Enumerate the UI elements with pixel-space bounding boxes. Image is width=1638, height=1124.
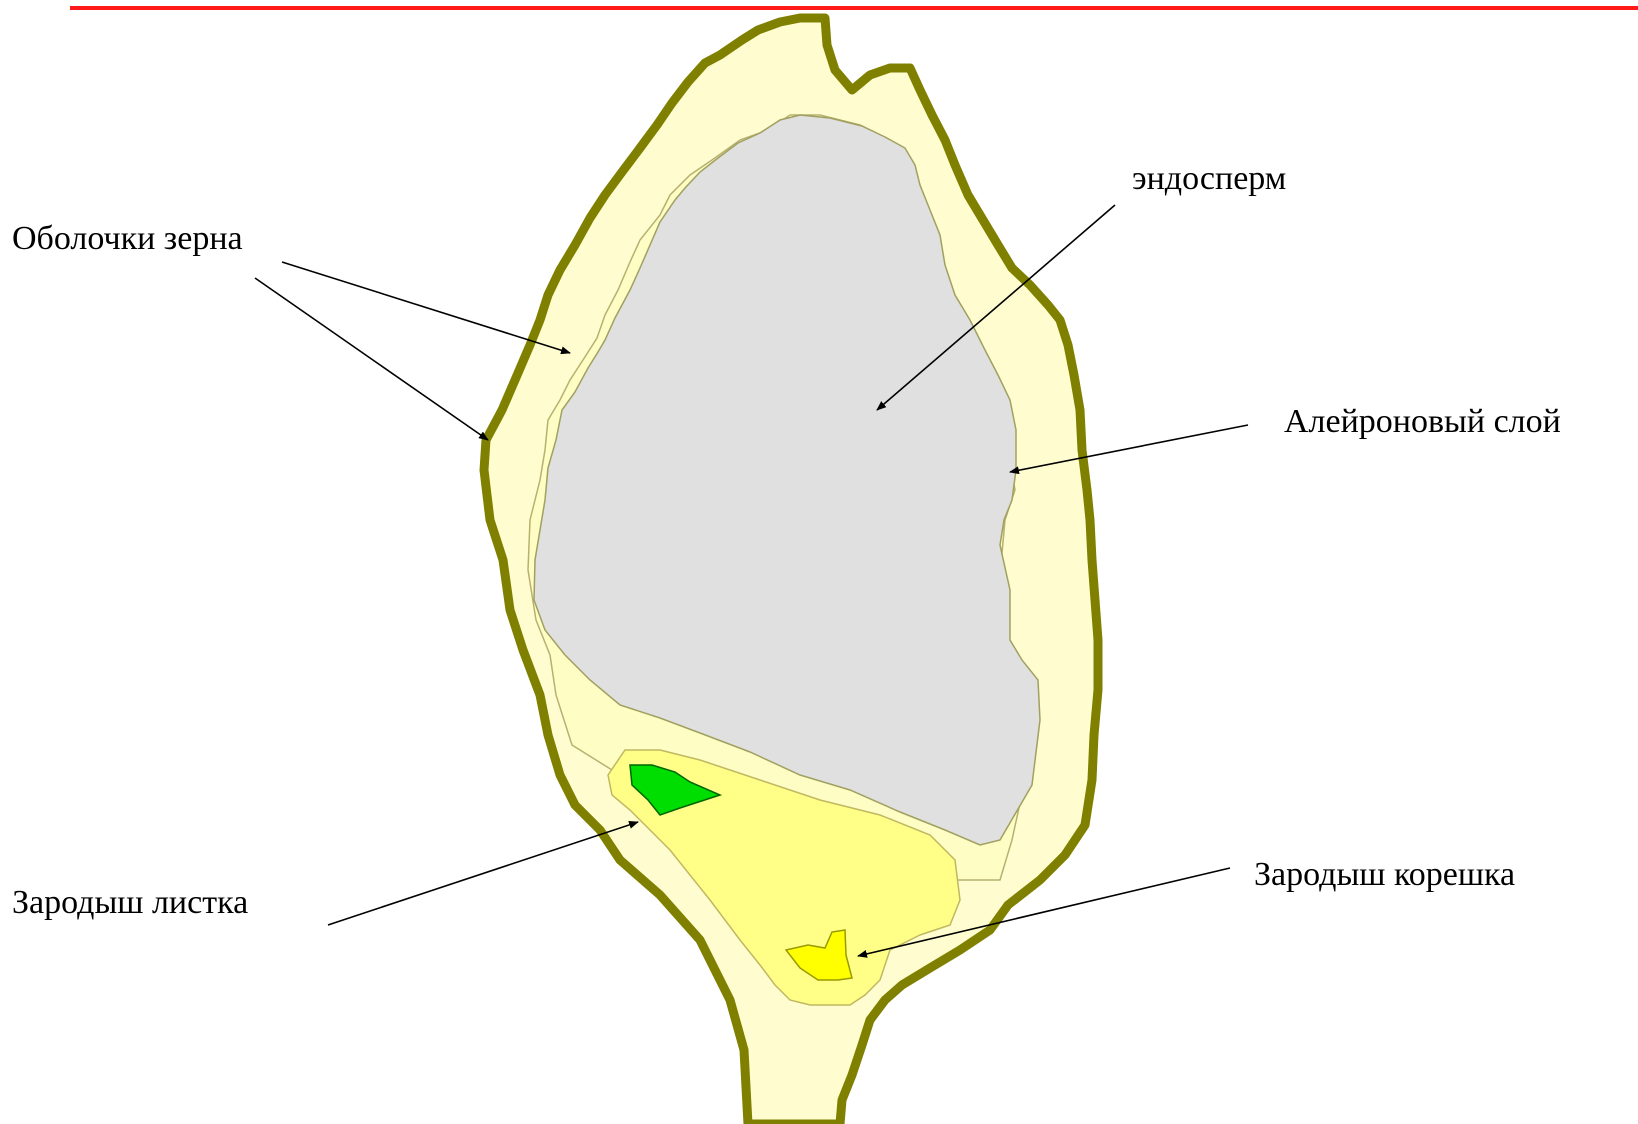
label-leaf-embryo: Зародыш листка [12,886,248,920]
arrow-leaf-embryo [328,822,638,925]
arrow-husk-outer [255,278,488,440]
arrow-husk-inner [282,262,570,353]
label-aleurone: Алейроновый слой [1284,405,1561,439]
label-root-embryo: Зародыш корешка [1254,858,1515,892]
label-husk: Оболочки зерна [12,222,243,256]
label-endosperm: эндосперм [1132,162,1286,196]
